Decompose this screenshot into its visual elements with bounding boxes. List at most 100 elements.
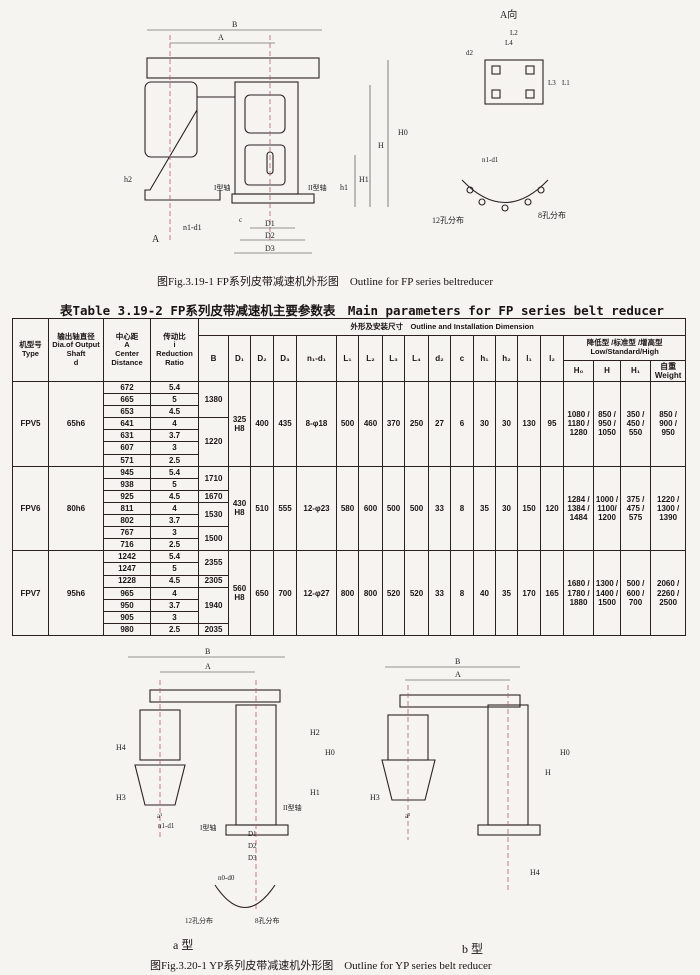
svg-text:h2: h2 [124,175,132,184]
cell-l₂: 95 [540,381,564,467]
cell-ratio: 2.5 [150,622,199,636]
svg-text:H4: H4 [530,868,540,877]
cell-output-shaft: 95h6 [48,550,104,636]
cell-ratio: 5.4 [150,465,199,479]
cell-ratio: 4.5 [150,574,199,588]
type-a-drawing: B A H4 H3 H2 H0 H1 a¹ I型轴 II型轴 D1 D2 D3 … [116,647,335,925]
cell-center-distance: 571 [103,453,151,467]
header-D₁: D₁ [228,335,251,382]
cell-ratio: 5 [150,562,199,576]
svg-text:12孔分布: 12孔分布 [432,215,464,225]
svg-text:I型轴: I型轴 [200,823,216,832]
cell-center-distance: 767 [103,526,151,540]
svg-text:H: H [378,141,384,150]
cell-ratio: 2.5 [150,538,199,552]
cell-center-distance: 802 [103,514,151,528]
svg-text:H1: H1 [359,175,369,184]
cell-L₃: 520 [382,550,405,636]
cell-自重-Weight: 2060 /2260 /2500 [649,550,687,636]
cell-ratio: 4 [150,501,199,516]
svg-text:D3: D3 [265,244,275,253]
cell-type: FPV6 [12,465,49,552]
cell-ratio: 4.5 [150,405,199,419]
cell-B: 1500 [198,526,229,552]
cell-type: FPV5 [12,381,49,467]
figure-caption-yp: 图Fig.3.20-1 YP系列皮带减速机外形图 Outline for YP … [150,960,492,972]
svg-text:B: B [205,647,210,656]
cell-H₀: 1680 /1780 /1880 [563,550,594,636]
cell-L₃: 370 [382,381,405,467]
header-D₂: D₂ [250,335,274,382]
cell-B: 1710 [198,465,229,491]
header-B: B [198,335,229,382]
cell-n₁-d₁: 12-φ23 [296,465,337,552]
cell-h₁: 35 [473,465,496,552]
svg-text:a¹: a¹ [405,812,410,820]
svg-text:n0-d0: n0-d0 [218,874,235,882]
cell-center-distance: 811 [103,501,151,516]
svg-text:D1: D1 [248,830,257,838]
cell-output-shaft: 65h6 [48,381,104,467]
svg-text:L1: L1 [562,79,570,87]
cell-c: 8 [450,550,474,636]
cell-d₂: 33 [428,465,451,552]
cell-center-distance: 965 [103,586,151,600]
type-b-label: b 型 [462,942,484,956]
cell-center-distance: 641 [103,417,151,431]
cell-center-distance: 672 [103,380,151,395]
svg-text:H4: H4 [116,743,126,752]
type-b-drawing: B A H0 H H4 H3 a¹ [370,657,570,890]
svg-text:H0: H0 [398,128,408,137]
header-c: c [450,335,474,382]
svg-text:L4: L4 [505,39,513,47]
cell-h₁: 40 [473,550,496,636]
svg-text:n1-d1: n1-d1 [158,822,175,830]
header-h₂: h₂ [495,335,518,382]
svg-text:12孔分布: 12孔分布 [185,916,213,925]
cell-B: 2305 [198,574,229,588]
header-h₁: h₁ [473,335,496,382]
cell-l₂: 165 [540,550,564,636]
cell-center-distance: 1247 [103,562,151,576]
cell-h₂: 35 [495,550,518,636]
cell-H₁: 350 /450 /550 [620,381,651,467]
cell-ratio: 5 [150,477,199,491]
cell-L₁: 800 [336,550,359,636]
cell-type: FPV7 [12,550,49,636]
cell-B: 2035 [198,622,229,636]
cell-center-distance: 925 [103,489,151,503]
svg-text:h1: h1 [340,183,348,192]
svg-text:A向: A向 [500,8,517,21]
cell-output-shaft: 80h6 [48,465,104,552]
svg-text:A: A [152,234,160,245]
svg-text:n1-d1: n1-d1 [183,223,202,232]
cell-自重-Weight: 850 /900 /950 [649,381,687,467]
svg-text:D1: D1 [265,219,275,228]
header-outline-dimension: 外形及安装尺寸 Outline and Installation Dimensi… [197,318,687,336]
svg-text:H0: H0 [325,748,335,757]
cell-ratio: 3.7 [150,514,199,528]
header-n₁-d₁: n₁-d₁ [296,335,337,382]
cell-L₂: 800 [358,550,383,636]
cell-D₃: 555 [273,465,297,552]
cell-D₂: 510 [250,465,274,552]
cell-n₁-d₁: 12-φ27 [296,550,337,636]
cell-ratio: 4.5 [150,489,199,503]
cell-center-distance: 631 [103,429,151,443]
header-L₄: L₄ [404,335,429,382]
header-D₃: D₃ [273,335,297,382]
header-l₁: l₁ [517,335,541,382]
svg-text:a¹: a¹ [157,812,162,820]
